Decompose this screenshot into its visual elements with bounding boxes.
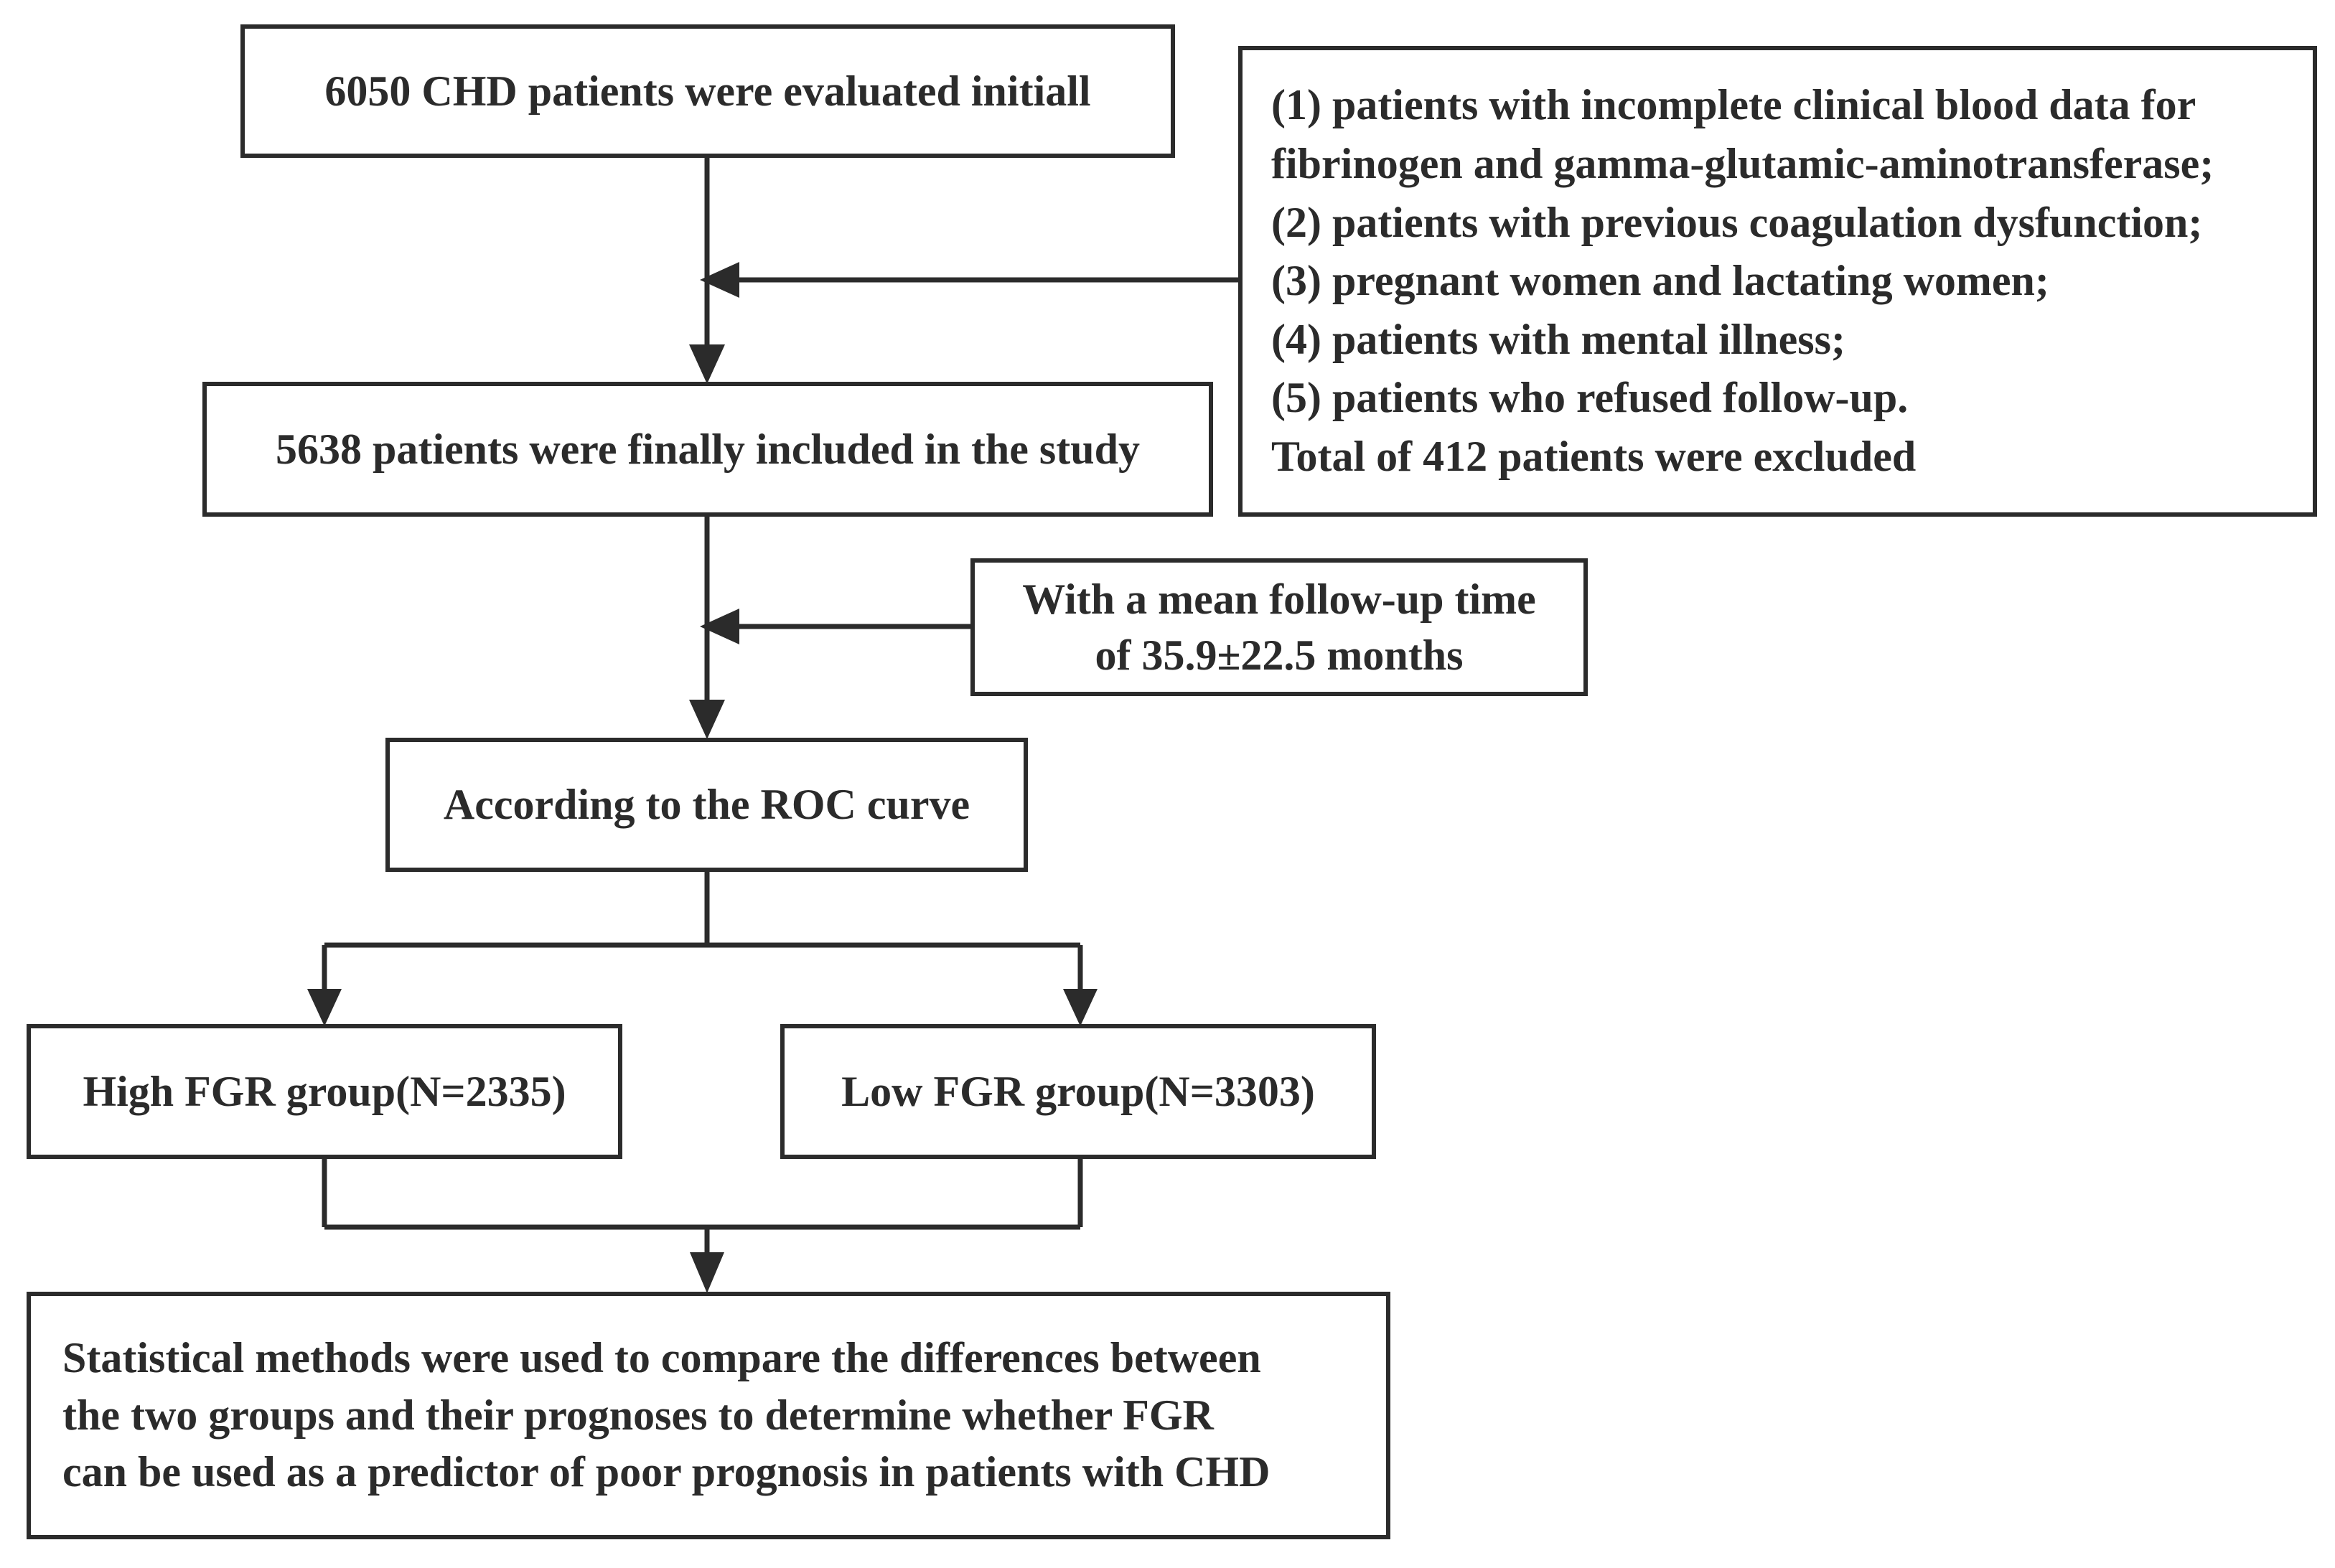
included-patients-box: 5638 patients were finally included in t… (202, 382, 1213, 517)
statistics-line-2: the two groups and their prognoses to de… (62, 1391, 1214, 1439)
high-fgr-group-box: High FGR group(N=2335) (27, 1024, 622, 1159)
followup-line-2: of 35.9±22.5 months (1095, 632, 1464, 679)
initial-patients-text: 6050 CHD patients were evaluated initial… (324, 67, 1091, 115)
exclusion-line-4: (3) pregnant women and lactating women; (1271, 257, 2049, 305)
included-patients-text: 5638 patients were finally included in t… (275, 425, 1140, 473)
roc-text: According to the ROC curve (443, 781, 970, 828)
statistics-line-3: can be used as a predictor of poor progn… (62, 1448, 1271, 1496)
initial-patients-box: 6050 CHD patients were evaluated initial… (240, 24, 1175, 158)
arrowhead-down-high (307, 989, 342, 1026)
statistical-methods-text: Statistical methods were used to compare… (62, 1330, 1270, 1501)
exclusion-line-6: (5) patients who refused follow-up. (1271, 374, 1909, 422)
statistics-line-1: Statistical methods were used to compare… (62, 1333, 1261, 1381)
exclusion-line-3: (2) patients with previous coagulation d… (1271, 198, 2203, 246)
statistical-methods-box: Statistical methods were used to compare… (27, 1292, 1390, 1539)
arrowhead-down-roc (689, 700, 725, 739)
exclusion-total-line: Total of 412 patients were excluded (1271, 432, 1917, 480)
exclusion-line-5: (4) patients with mental illness; (1271, 315, 1845, 363)
followup-text: With a mean follow-up time of 35.9±22.5 … (1022, 571, 1536, 683)
low-fgr-group-box: Low FGR group(N=3303) (780, 1024, 1376, 1159)
arrowhead-left-followup (700, 609, 739, 644)
arrowhead-down-low (1063, 989, 1098, 1026)
high-fgr-group-text: High FGR group(N=2335) (83, 1067, 566, 1115)
followup-box: With a mean follow-up time of 35.9±22.5 … (970, 558, 1588, 696)
roc-box: According to the ROC curve (385, 738, 1028, 872)
arrowhead-down-statistics (690, 1252, 724, 1293)
exclusion-criteria-box: (1) patients with incomplete clinical bl… (1238, 46, 2317, 517)
followup-line-1: With a mean follow-up time (1022, 576, 1536, 623)
exclusion-line-2: fibrinogen and gamma-glutamic-aminotrans… (1271, 140, 2214, 188)
arrowhead-left-exclusion (700, 262, 739, 298)
arrowhead-down-included (689, 344, 725, 384)
low-fgr-group-text: Low FGR group(N=3303) (841, 1067, 1315, 1115)
exclusion-criteria-list: (1) patients with incomplete clinical bl… (1271, 76, 2214, 486)
exclusion-line-1: (1) patients with incomplete clinical bl… (1271, 81, 2196, 129)
